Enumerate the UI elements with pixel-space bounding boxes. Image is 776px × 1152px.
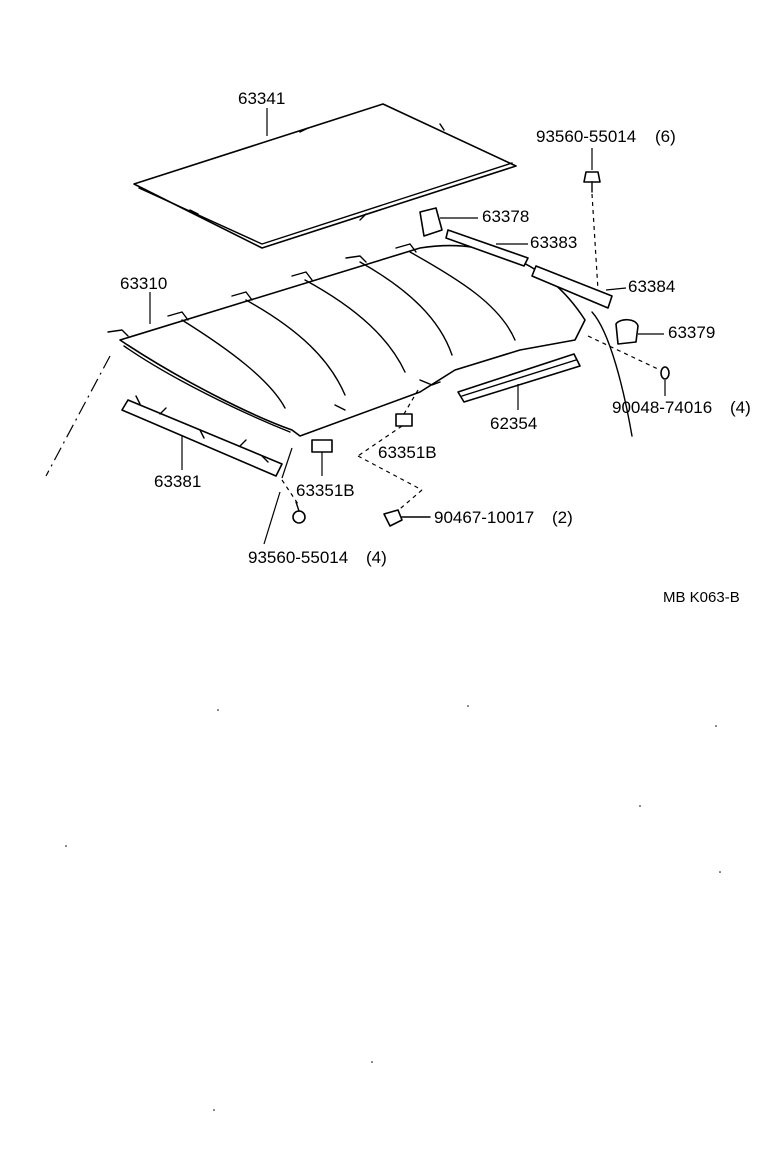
centerline-left (45, 355, 111, 477)
dash-screw-top (591, 193, 599, 291)
label-90048-qty: (4) (730, 398, 751, 417)
clip-90048 (660, 366, 670, 380)
label-90048: 90048-74016 (612, 398, 712, 417)
headliner-63310 (107, 243, 586, 437)
label-93560-bottom: 93560-55014 (248, 548, 348, 567)
rail-63381 (121, 395, 283, 477)
label-63384: 63384 (628, 277, 675, 296)
diagram-code: MB K063-B (663, 589, 740, 606)
dash-screw-bottom (281, 479, 299, 505)
rail-63383 (445, 229, 529, 267)
dash-clip-center-3 (393, 489, 423, 515)
dash-clip-90048 (587, 335, 661, 371)
label-90467-qty: (2) (552, 508, 573, 527)
label-63381: 63381 (154, 472, 201, 491)
label-63341: 63341 (238, 89, 285, 108)
connector-left (281, 447, 293, 479)
scan-specks (65, 705, 721, 1111)
dash-clip-center (357, 425, 403, 457)
weatherstrip-62354 (457, 353, 581, 403)
label-63310: 63310 (120, 274, 167, 293)
label-63379: 63379 (668, 323, 715, 342)
label-63378: 63378 (482, 207, 529, 226)
label-93560-top: 93560-55014 (536, 127, 636, 146)
screw-93560-top (583, 148, 601, 193)
label-63351b-left: 63351B (296, 481, 355, 500)
bracket-63378 (419, 207, 443, 237)
leader-93560-bottom (263, 491, 281, 545)
label-90467: 90467-10017 (434, 508, 534, 527)
clip-90467 (383, 509, 431, 527)
label-63383: 63383 (530, 233, 577, 252)
screw-93560-bottom (292, 501, 306, 524)
cap-63379 (615, 318, 639, 345)
leader-63384 (605, 287, 627, 291)
label-62354: 62354 (490, 414, 537, 433)
body-edge-right (591, 311, 633, 437)
label-93560-top-qty: (6) (655, 127, 676, 146)
clip-63351b-center (395, 413, 413, 427)
roof-panel-63341 (133, 103, 517, 249)
rail-63384 (531, 265, 613, 309)
clip-63351b-left (311, 439, 333, 453)
label-93560-bottom-qty: (4) (366, 548, 387, 567)
label-63351b-center: 63351B (378, 443, 437, 462)
